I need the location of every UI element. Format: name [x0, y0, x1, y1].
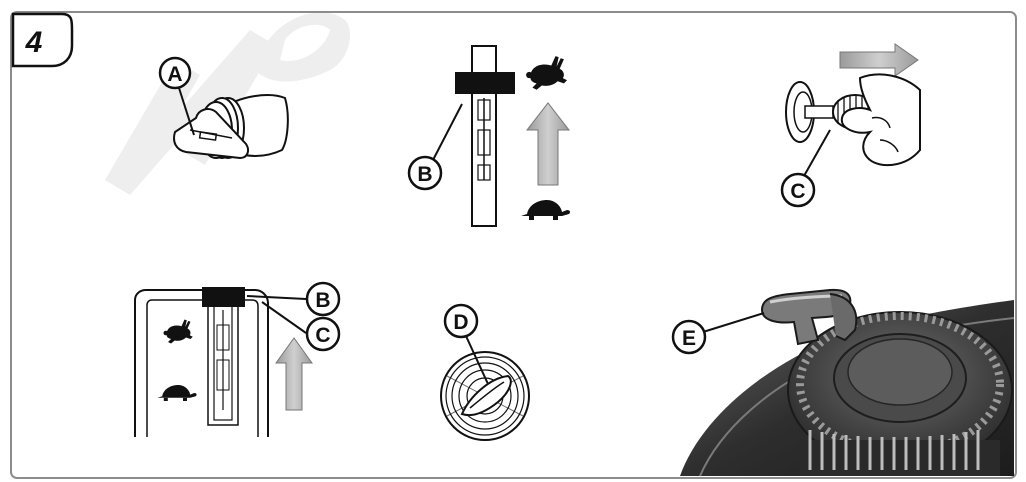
callout-e: E — [671, 312, 765, 355]
engine-illustration — [680, 288, 1015, 477]
callout-c-bottom: C — [261, 301, 341, 352]
callout-e-label: E — [682, 327, 696, 350]
arrow-icon — [839, 43, 919, 77]
fuel-cap-illustration — [440, 351, 530, 441]
callout-b-bottom-label: B — [315, 289, 330, 312]
figure-number: 4 — [25, 26, 43, 59]
fuel-valve-illustration — [173, 94, 289, 160]
callout-c-top: C — [780, 129, 831, 208]
callout-d-label: D — [453, 311, 468, 334]
callout-b-top: B — [407, 103, 463, 191]
callout-b-top-label: B — [417, 163, 432, 186]
turtle-icon — [521, 200, 571, 220]
arrow-icon — [525, 102, 571, 186]
throttle-panel-illustration — [134, 287, 269, 437]
choke-knob-illustration — [785, 73, 921, 167]
callout-c-bottom-label: C — [315, 324, 330, 347]
arrow-icon — [275, 337, 313, 411]
callout-d: D — [443, 303, 489, 385]
rabbit-icon — [526, 56, 568, 90]
watermark — [105, 12, 350, 195]
throttle-knob — [455, 72, 515, 94]
throttle-slider-illustration — [455, 45, 515, 227]
throttle-knob — [202, 287, 245, 307]
figure-number-badge: 4 — [11, 12, 74, 68]
callout-a-label: A — [167, 63, 182, 86]
callout-c-top-label: C — [790, 180, 805, 203]
figure-frame — [10, 11, 1017, 479]
callout-a: A — [158, 56, 195, 136]
callout-b-bottom: B — [246, 281, 341, 317]
